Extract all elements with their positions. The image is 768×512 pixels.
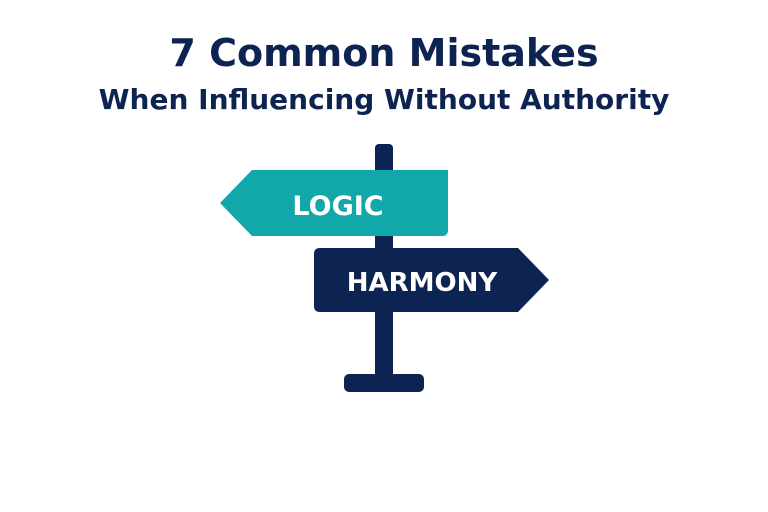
left-sign-label: LOGIC <box>292 191 383 222</box>
right-sign-label: HARMONY <box>347 268 499 298</box>
left-sign-arrow <box>220 170 448 236</box>
title-line-2: When Influencing Without Authority <box>98 83 670 116</box>
right-sign-arrow <box>314 248 549 312</box>
title-line-1: 7 Common Mistakes <box>169 31 599 75</box>
signpost-base <box>344 374 424 392</box>
